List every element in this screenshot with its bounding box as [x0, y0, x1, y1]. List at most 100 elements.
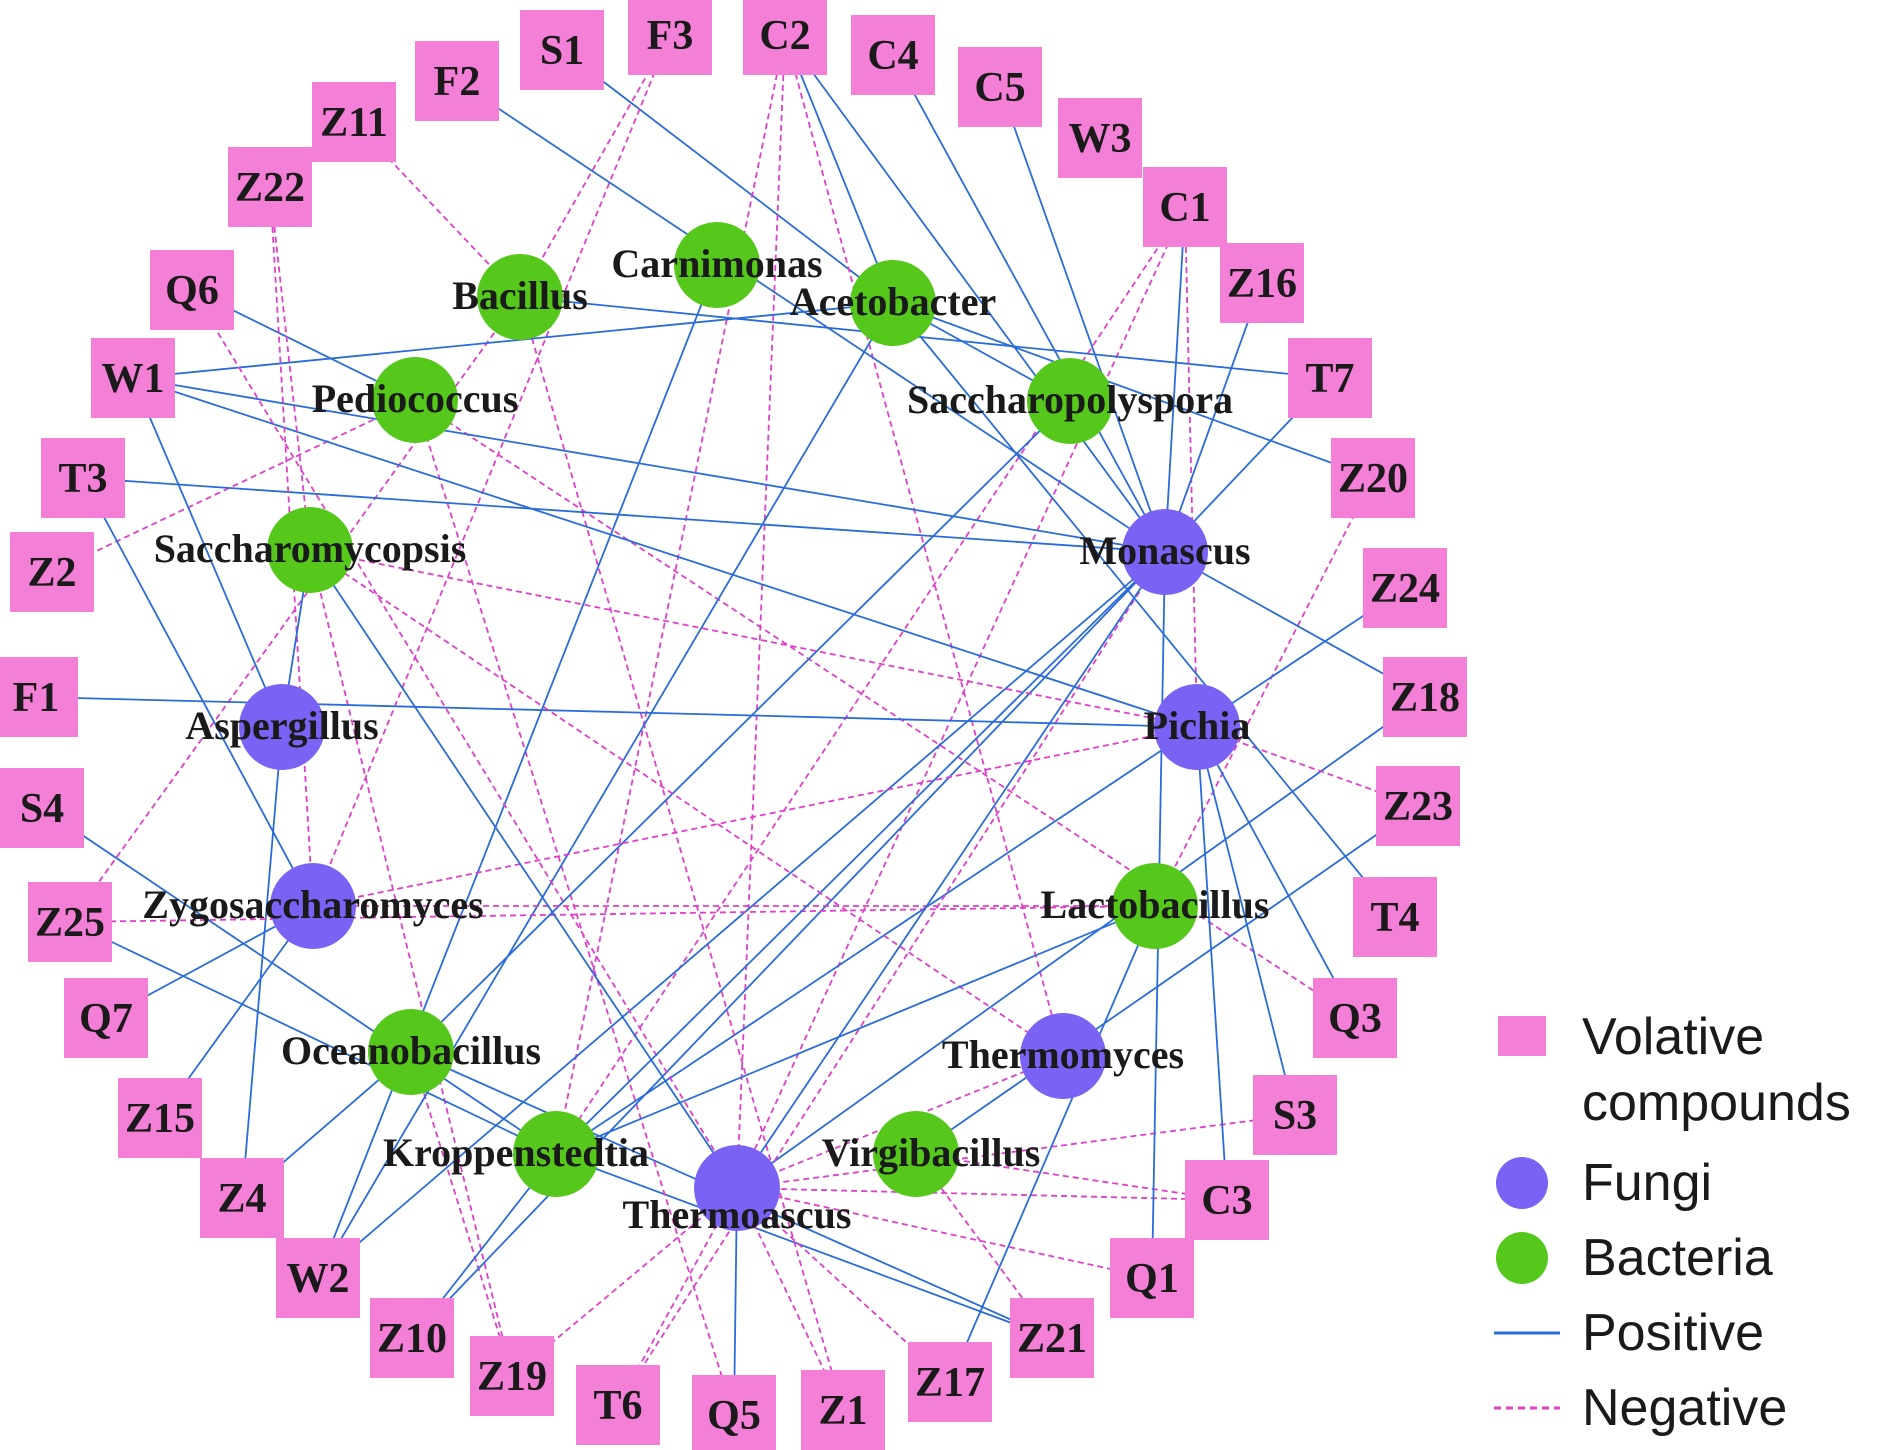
legend-fungi-swatch: [1496, 1157, 1548, 1209]
positive-edge: [555, 1153, 1053, 1339]
compound-node-z15: [118, 1078, 202, 1158]
positive-edge: [132, 377, 1166, 553]
positive-edge: [784, 34, 894, 304]
compound-node-z17: [908, 1342, 992, 1422]
compound-label-t6: T6: [593, 1383, 642, 1429]
negative-edge: [915, 1153, 1228, 1201]
legend: Volative compounds Fungi Bacteria Positi…: [1494, 1008, 1851, 1437]
compound-node-z23: [1376, 766, 1460, 846]
negative-edge: [414, 399, 1356, 1019]
genus-label-kroppenstedtia: Kroppenstedtia: [383, 1130, 649, 1175]
genus-node-acetobacter: [850, 260, 936, 346]
negative-edge: [191, 289, 738, 1189]
compound-node-c4: [851, 15, 935, 95]
positive-edge: [555, 551, 1166, 1155]
positive-edge: [1164, 282, 1263, 553]
positive-edge: [784, 34, 1166, 553]
genus-label-lactobacillus: Lactobacillus: [1041, 882, 1270, 927]
compound-node-z24: [1363, 548, 1447, 628]
positive-edge: [915, 805, 1419, 1155]
genus-label-acetobacter: Acetobacter: [790, 279, 997, 324]
genus-node-aspergillus: [239, 684, 325, 770]
negative-edge: [414, 399, 735, 1416]
positive-edge: [411, 551, 1166, 1339]
compound-label-q1: Q1: [1125, 1256, 1179, 1302]
negative-edge: [309, 549, 1198, 728]
negative-edge: [511, 1187, 738, 1377]
genus-label-monascus: Monascus: [1079, 528, 1250, 573]
legend-fungi-label: Fungi: [1582, 1154, 1712, 1212]
negative-edge: [519, 296, 844, 1411]
negative-edge: [736, 1187, 951, 1383]
positive-edge: [1164, 206, 1186, 553]
compound-node-z2: [10, 532, 94, 612]
compound-label-z16: Z16: [1227, 261, 1297, 307]
compound-label-z24: Z24: [1370, 566, 1440, 612]
positive-edge: [35, 696, 1198, 728]
compound-label-c5: C5: [974, 65, 1025, 111]
genus-label-zygosaccharomyces: Zygosaccharomyces: [142, 882, 483, 927]
genus-node-saccharopolyspora: [1027, 358, 1113, 444]
positive-edge: [561, 49, 894, 304]
positive-edge: [82, 477, 314, 907]
compound-node-w1: [91, 338, 175, 418]
negative-edge: [1154, 477, 1374, 907]
compound-node-s1: [520, 10, 604, 90]
genus-node-carnimonas: [674, 222, 760, 308]
genus-node-lactobacillus: [1112, 863, 1198, 949]
compound-node-t6: [576, 1365, 660, 1445]
compound-node-z10: [370, 1298, 454, 1378]
genus-node-monascus: [1122, 509, 1208, 595]
legend-volatile-swatch: [1498, 1016, 1546, 1056]
compound-node-z4: [200, 1158, 284, 1238]
genus-label-aspergillus: Aspergillus: [185, 703, 378, 748]
negative-edge: [736, 1187, 1153, 1279]
negative-edge: [309, 549, 1064, 1057]
legend-negative-label: Negative: [1582, 1379, 1787, 1437]
compound-label-s1: S1: [540, 28, 584, 74]
compound-node-z11: [312, 82, 396, 162]
compound-label-q7: Q7: [79, 996, 133, 1042]
compound-node-z25: [28, 882, 112, 962]
negative-edge: [410, 1051, 513, 1377]
positive-edge: [456, 80, 1166, 553]
compound-node-q3: [1313, 978, 1397, 1058]
negative-edge: [1184, 206, 1198, 728]
compound-node-s4: [0, 768, 84, 848]
positive-edge: [410, 400, 1071, 1053]
compound-label-z23: Z23: [1383, 784, 1453, 830]
positive-edge: [949, 905, 1156, 1383]
positive-edge: [1196, 726, 1356, 1019]
positive-edge: [1196, 726, 1296, 1116]
positive-edge: [132, 377, 1198, 728]
compound-label-z1: Z1: [818, 1388, 867, 1434]
negative-edge: [736, 1187, 1228, 1201]
compound-node-w3: [1058, 98, 1142, 178]
negative-edge: [312, 726, 1198, 907]
compound-label-c1: C1: [1159, 185, 1210, 231]
positive-edge: [736, 696, 1426, 1189]
legend-positive-label: Positive: [1582, 1304, 1764, 1362]
compound-node-f1: [0, 657, 78, 737]
negative-edge: [736, 34, 786, 1189]
legend-volatile-label-line2: compounds: [1582, 1074, 1851, 1132]
compound-node-c3: [1185, 1160, 1269, 1240]
legend-bacteria-label: Bacteria: [1582, 1229, 1773, 1287]
genus-label-saccharopolyspora: Saccharopolyspora: [907, 377, 1233, 422]
positive-edge: [132, 302, 894, 379]
compound-label-q6: Q6: [165, 268, 219, 314]
compound-label-z2: Z2: [27, 550, 76, 596]
compound-label-t3: T3: [58, 456, 107, 502]
compound-node-z21: [1010, 1298, 1094, 1378]
negative-edge: [312, 34, 671, 907]
negative-edge: [69, 905, 1156, 923]
negative-edge: [784, 34, 1064, 1057]
compound-node-z22: [228, 147, 312, 227]
negative-edge: [736, 1114, 1296, 1189]
genus-label-pichia: Pichia: [1144, 703, 1251, 748]
genus-label-saccharomycopsis: Saccharomycopsis: [154, 526, 467, 571]
compound-label-f1: F1: [13, 675, 60, 721]
compound-label-c2: C2: [759, 13, 810, 59]
negative-edge: [269, 186, 311, 551]
